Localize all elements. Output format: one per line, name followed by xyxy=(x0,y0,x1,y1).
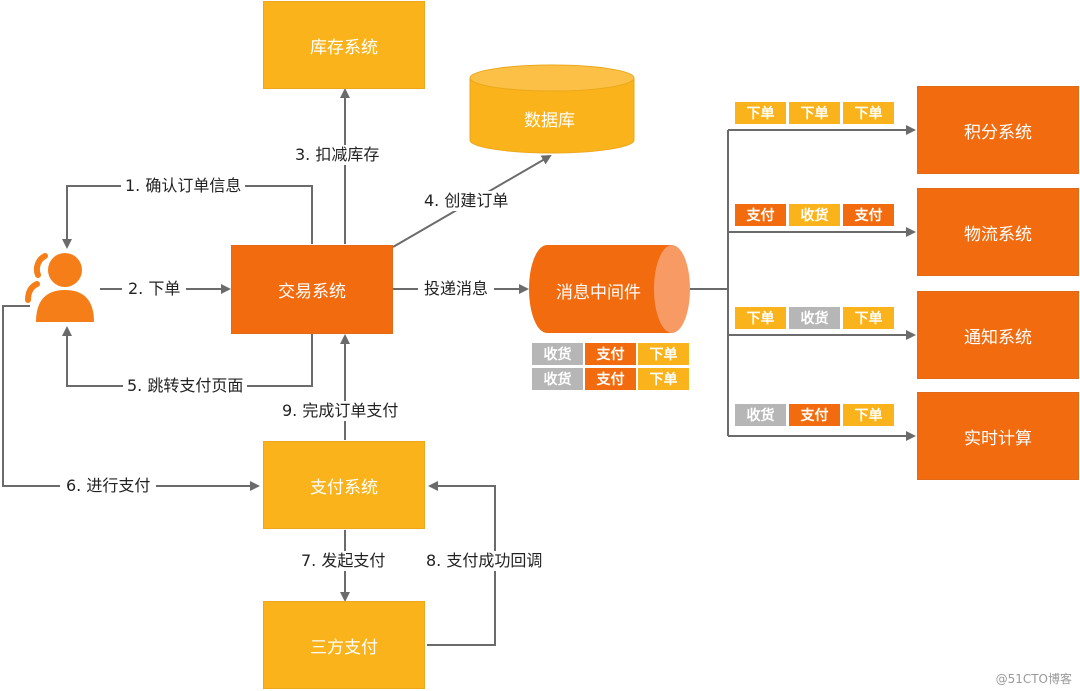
mq-tag: 收货 xyxy=(532,343,583,365)
consumer-tag: 收货 xyxy=(735,404,786,426)
third-party-payment-box: 三方支付 xyxy=(263,601,425,689)
arrow-make-payment xyxy=(2,305,260,491)
notify-system-box: 通知系统 xyxy=(917,291,1079,379)
consumer-tag: 支付 xyxy=(789,404,840,426)
inventory-system-label: 库存系统 xyxy=(310,37,378,58)
trade-system-label: 交易系统 xyxy=(278,282,346,302)
consumer-tag: 收货 xyxy=(789,307,840,329)
consumer-tag: 下单 xyxy=(789,102,840,124)
step-3-label: 3. 扣减库存 xyxy=(292,145,383,165)
consumer-tag: 下单 xyxy=(843,102,894,124)
watermark: @51CTO博客 xyxy=(995,672,1072,686)
notify-system-label: 通知系统 xyxy=(964,327,1032,348)
step-9-label: 9. 完成订单支付 xyxy=(279,401,402,421)
step-7-label: 7. 发起支付 xyxy=(298,551,389,571)
points-system-label: 积分系统 xyxy=(964,122,1032,143)
realtime-compute-label: 实时计算 xyxy=(964,428,1032,449)
mq-tag: 下单 xyxy=(638,368,689,390)
mq-tag: 支付 xyxy=(585,343,636,365)
step-1-label: 1. 确认订单信息 xyxy=(121,176,246,196)
inventory-system-box: 库存系统 xyxy=(263,1,425,89)
consumer-tag: 下单 xyxy=(843,307,894,329)
consumer-tag: 下单 xyxy=(735,102,786,124)
mq-cylinder xyxy=(529,245,690,333)
consumer-tag: 支付 xyxy=(843,204,894,226)
third-party-payment-label: 三方支付 xyxy=(310,637,378,658)
realtime-compute-box: 实时计算 xyxy=(917,392,1079,480)
consumer-tag: 下单 xyxy=(843,404,894,426)
payment-system-box: 支付系统 xyxy=(263,441,425,529)
database-cylinder xyxy=(469,64,635,154)
consumer-tag: 下单 xyxy=(735,307,786,329)
mq-tag: 支付 xyxy=(585,368,636,390)
user-icon xyxy=(25,253,94,322)
points-system-box: 积分系统 xyxy=(917,86,1079,174)
consumer-tag: 收货 xyxy=(789,204,840,226)
deliver-message-label: 投递消息 xyxy=(418,279,495,299)
mq-tag: 下单 xyxy=(638,343,689,365)
mq-tag: 收货 xyxy=(532,368,583,390)
step-8-label: 8. 支付成功回调 xyxy=(423,551,546,571)
logistics-system-box: 物流系统 xyxy=(917,188,1079,276)
step-5-label: 5. 跳转支付页面 xyxy=(123,376,248,396)
step-6-label: 6. 进行支付 xyxy=(60,476,157,496)
trade-system-box: 交易系统 xyxy=(231,245,393,334)
step-2-label: 2. 下单 xyxy=(122,279,187,299)
payment-system-label: 支付系统 xyxy=(310,477,378,498)
database-label: 数据库 xyxy=(524,111,575,131)
logistics-system-label: 物流系统 xyxy=(964,224,1032,245)
step-4-label: 4. 创建订单 xyxy=(421,191,512,211)
mq-label: 消息中间件 xyxy=(556,283,641,303)
consumer-tag: 支付 xyxy=(735,204,786,226)
